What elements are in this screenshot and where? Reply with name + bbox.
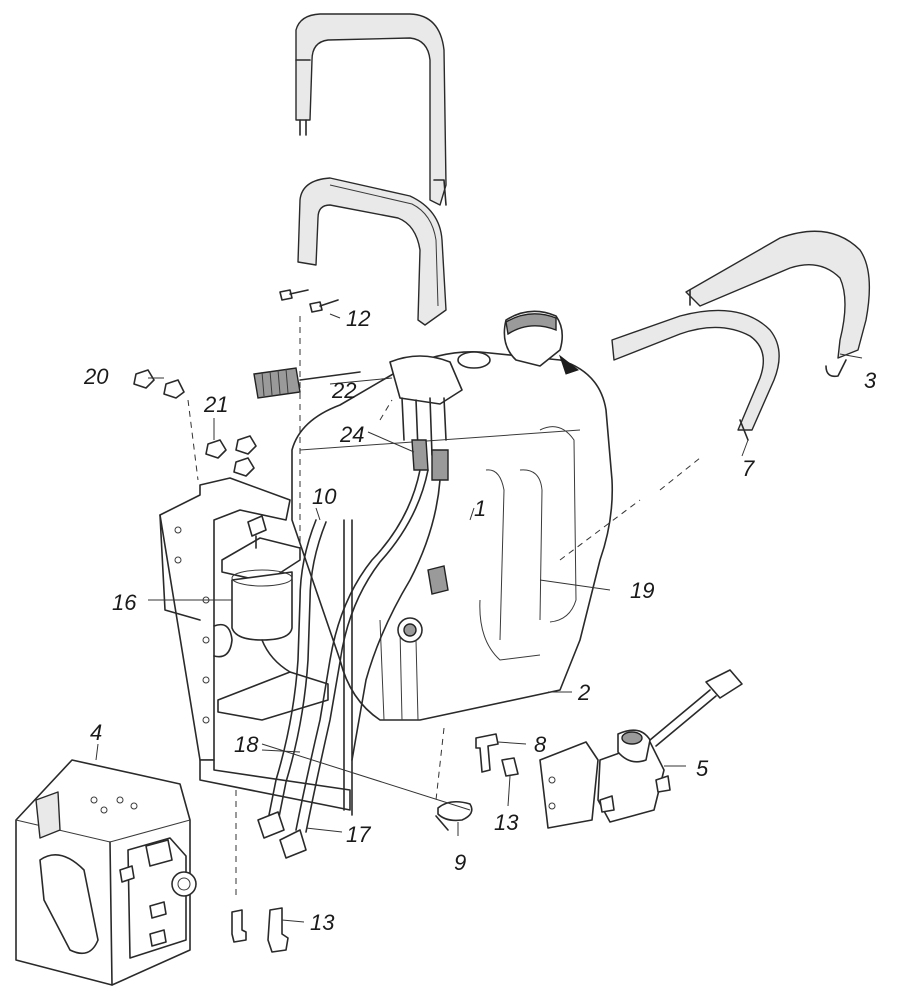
clamp-9 [435, 800, 473, 831]
right-strap-7 [611, 309, 780, 441]
bracket-8 [475, 733, 499, 773]
fuel-tank [291, 310, 614, 721]
label-16: 16 [112, 590, 137, 615]
label-22: 22 [331, 378, 356, 403]
label-24: 24 [339, 422, 364, 447]
label-19: 19 [630, 578, 654, 603]
leader-lines [95, 313, 863, 923]
right-strap-3 [685, 230, 871, 378]
label-12: 12 [346, 306, 370, 331]
label-18: 18 [234, 732, 259, 757]
hose-fittings [253, 355, 463, 481]
bolts-13-lower [231, 907, 289, 953]
label-4: 4 [90, 720, 102, 745]
label-5: 5 [696, 756, 709, 781]
label-20: 20 [83, 364, 109, 389]
label-3: 3 [864, 368, 877, 393]
hoses [257, 469, 449, 859]
label-9: 9 [454, 850, 466, 875]
filter-canister-16 [221, 515, 301, 641]
bolts-12 [279, 289, 339, 313]
label-1: 1 [474, 496, 486, 521]
lower-bracket [217, 639, 329, 721]
label-2: 2 [577, 680, 590, 705]
label-10: 10 [312, 484, 337, 509]
strap-pad [297, 177, 447, 326]
valve-assembly-5 [539, 669, 743, 829]
label-13a: 13 [494, 810, 519, 835]
upper-tank-strap [295, 13, 447, 206]
label-8: 8 [534, 732, 547, 757]
label-17: 17 [346, 822, 371, 847]
bolt-13-upper [501, 757, 519, 777]
assembly-lines [187, 316, 701, 900]
callout-labels: 1 2 3 4 5 7 8 9 10 12 13 13 16 17 18 19 … [83, 306, 877, 935]
label-7: 7 [742, 456, 755, 481]
control-block-4 [15, 759, 197, 986]
nuts-20-21 [133, 369, 257, 477]
label-13b: 13 [310, 910, 335, 935]
label-21: 21 [203, 392, 228, 417]
